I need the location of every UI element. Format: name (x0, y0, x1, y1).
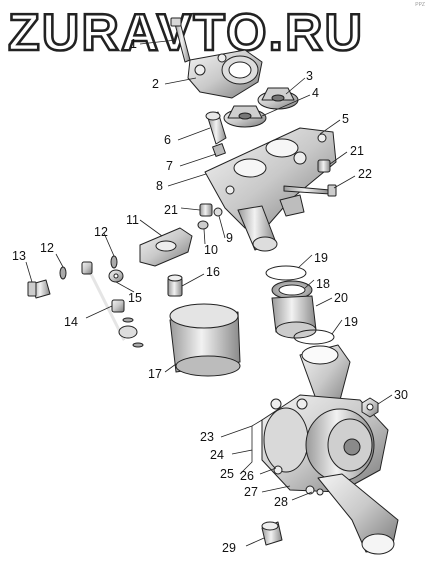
part-15-banjo-fitting (108, 269, 124, 283)
callout-15: 15 (128, 291, 142, 305)
callout-16: 16 (206, 265, 220, 279)
part-18-hose-clamp (271, 280, 313, 300)
callout-26: 26 (240, 469, 254, 483)
part-16-threaded-fitting (167, 274, 183, 297)
part-23-water-pump-assembly (261, 344, 399, 555)
callout-25: 25 (220, 467, 234, 481)
callout-2: 2 (152, 77, 159, 91)
callout-27: 27 (244, 485, 258, 499)
part-19-o-ring-lower (293, 329, 335, 345)
callout-13: 13 (12, 249, 26, 263)
callout-1: 1 (130, 37, 137, 51)
part-30-nut (361, 397, 379, 418)
callout-21-lower: 21 (164, 203, 178, 217)
callout-23: 23 (200, 430, 214, 444)
part-17-oil-filter (169, 303, 241, 377)
part-21-plug-upper (317, 159, 331, 173)
callout-12-lower: 12 (40, 241, 54, 255)
part-6-temp-sensor-fitting (205, 111, 227, 157)
callout-8: 8 (156, 179, 163, 193)
callout-12-upper: 12 (94, 225, 108, 239)
callout-9: 9 (226, 231, 233, 245)
part-5-thermostat-housing (204, 127, 337, 252)
callout-17: 17 (148, 367, 162, 381)
part-12-washer-lower (59, 266, 67, 280)
corner-mark: PPZ (415, 2, 425, 8)
callout-30: 30 (394, 388, 408, 402)
callout-3: 3 (306, 69, 313, 83)
part-4-thermostat-seal (223, 105, 267, 128)
callout-10: 10 (204, 243, 218, 257)
callout-29: 29 (222, 541, 236, 555)
callout-21-upper: 21 (350, 144, 364, 158)
part-13-banjo-bolt (27, 279, 51, 299)
part-1-bolt (170, 17, 191, 63)
callout-7: 7 (166, 159, 173, 173)
part-11-filter-head (139, 227, 193, 267)
part-20-hose-sleeve (271, 295, 317, 339)
callout-20: 20 (334, 291, 348, 305)
part-2-thermostat-cover (187, 49, 263, 99)
callout-19-upper: 19 (314, 251, 328, 265)
part-21-plug-lower (199, 203, 213, 217)
part-19-o-ring-upper (265, 265, 307, 281)
leader-lines (25, 39, 393, 547)
callout-19-lower: 19 (344, 315, 358, 329)
part-10-nut (197, 220, 209, 230)
callout-28: 28 (274, 495, 288, 509)
callout-24: 24 (210, 448, 224, 462)
part-29-plug (261, 521, 283, 546)
callout-6: 6 (164, 133, 171, 147)
callout-22: 22 (358, 167, 372, 181)
callout-4: 4 (312, 86, 319, 100)
callout-5: 5 (342, 112, 349, 126)
callout-14: 14 (64, 315, 78, 329)
part-3-thermostat (257, 87, 299, 110)
callout-18: 18 (316, 277, 330, 291)
part-9-washer (213, 207, 223, 217)
callout-labels: 1 2 3 4 5 6 7 8 9 10 11 12 12 13 14 15 1… (12, 37, 408, 555)
callout-11: 11 (126, 213, 139, 227)
part-12-washer-upper (110, 255, 118, 269)
